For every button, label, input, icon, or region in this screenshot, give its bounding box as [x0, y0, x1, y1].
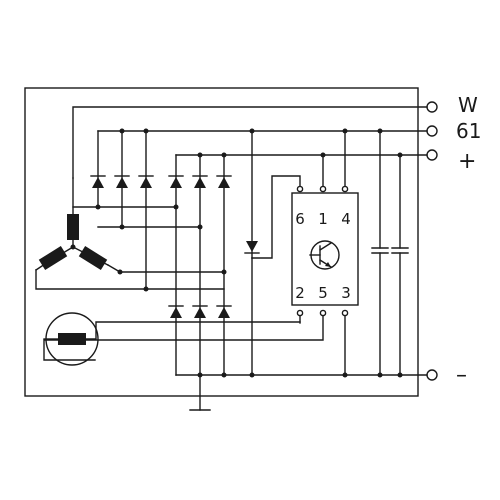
positive-diode-1: [168, 175, 184, 189]
positive-diode-3: [216, 175, 232, 189]
regulator-pin-4-terminal: [341, 185, 349, 193]
negative-diode-3: [216, 305, 232, 319]
regulator-pin-6-label: 6: [295, 210, 305, 228]
rotor-field-winding: [43, 312, 301, 366]
terminal-w: W: [426, 93, 478, 117]
exciter-diode-3: [138, 175, 154, 189]
terminal-61: 61: [426, 119, 481, 143]
bus-w-line: [72, 106, 428, 179]
stator-winding-star: [35, 177, 147, 290]
stator-coil-1: [67, 214, 79, 240]
ground-symbol: [189, 374, 211, 411]
transistor-icon: [309, 240, 340, 270]
negative-diode-2: [192, 305, 208, 319]
stator-coil-3: [78, 246, 108, 270]
positive-diode-group: [168, 154, 232, 376]
negative-diode-1: [168, 305, 184, 319]
terminal-w-label: W: [458, 93, 478, 117]
regulator-pin-3-terminal: [341, 309, 349, 317]
phase-wiring: [72, 206, 225, 290]
housing-outline: [24, 87, 419, 397]
exciter-diode-2: [114, 175, 130, 189]
regulator-pin-5-label: 5: [318, 284, 328, 302]
regulator-pin-1-label: 1: [318, 210, 328, 228]
terminal-minus: –: [426, 363, 467, 388]
capacitor-1: [371, 130, 389, 376]
junction-dots: [95, 128, 403, 378]
stator-coil-2: [38, 246, 68, 270]
terminal-plus-label: +: [458, 149, 476, 174]
regulator-pin-2-label: 2: [295, 284, 305, 302]
regulator-pin-2-terminal: [296, 309, 304, 317]
regulator-pin-6-terminal: [296, 185, 304, 193]
terminal-plus: +: [426, 149, 476, 174]
star-point: [70, 244, 76, 250]
regulator-pin-5-terminal: [319, 309, 327, 317]
terminal-minus-label: –: [456, 363, 467, 388]
exciter-diode-group: [90, 130, 154, 290]
field-diode-branch: [244, 130, 301, 259]
capacitor-2: [391, 154, 409, 376]
regulator-pin-1-terminal: [319, 185, 327, 193]
terminal-61-label: 61: [456, 119, 481, 143]
positive-diode-2: [192, 175, 208, 189]
negative-diode-group: [168, 305, 232, 319]
regulator-pin-4-label: 4: [341, 210, 351, 228]
voltage-regulator: 6 1 4 2 5 3: [43, 130, 359, 376]
exciter-diode-1: [90, 175, 106, 189]
regulator-pin-3-label: 3: [341, 284, 351, 302]
field-coil: [58, 333, 86, 345]
regulator-box: [291, 192, 359, 306]
